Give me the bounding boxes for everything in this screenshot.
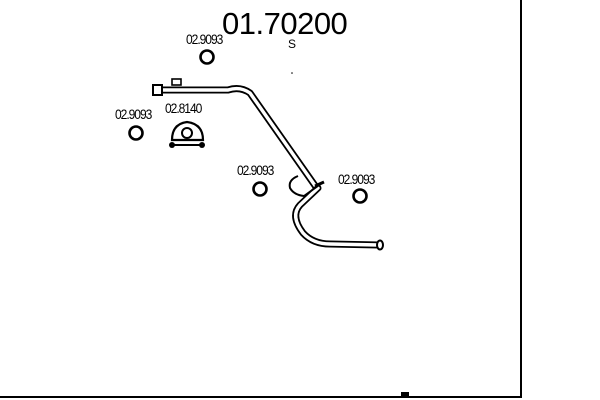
rubber-hanger-label: 02.8140 (165, 100, 202, 116)
ring-clamp-icon (199, 49, 215, 65)
rubber-hanger-icon (169, 120, 205, 148)
clamp-top-label: 02.9093 (186, 31, 223, 47)
ring-clamp-icon (128, 125, 144, 141)
clamp-left-label: 02.9093 (115, 106, 152, 122)
ring-clamp-icon (252, 181, 268, 197)
part-number-title: 01.70200 (222, 6, 348, 41)
clamp-right-label: 02.9093 (338, 171, 375, 187)
variant-letter: S (288, 37, 297, 51)
diagram-frame (0, 0, 522, 398)
exhaust-pipe (152, 78, 384, 251)
stray-dot (291, 72, 293, 74)
frame-mark (401, 392, 409, 397)
clamp-mid-label: 02.9093 (237, 162, 274, 178)
ring-clamp-icon (352, 188, 368, 204)
